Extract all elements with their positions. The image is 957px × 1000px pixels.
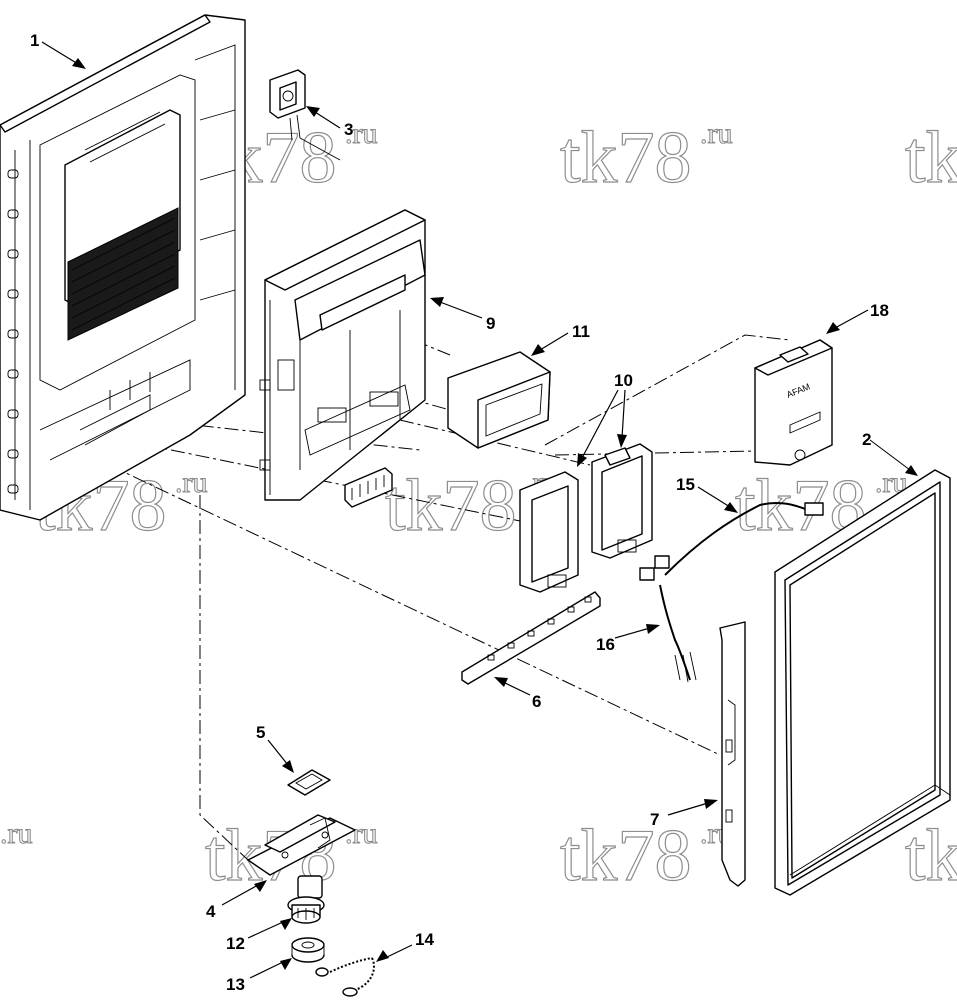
- callout-7: 7: [650, 810, 659, 829]
- part-nut: [291, 937, 325, 963]
- part-bracket-strip: [461, 591, 601, 685]
- callout-18: 18: [870, 301, 889, 320]
- callout-labels: 1 2 3 4 5 6 7 9 10 11 12 13 14 15 16 18: [30, 31, 889, 994]
- callout-13: 13: [226, 975, 245, 994]
- watermark-suffix: .ru: [0, 817, 33, 850]
- part-small-gasket: [287, 769, 331, 796]
- callout-10: 10: [614, 371, 633, 390]
- watermark-suffix: .ru: [175, 466, 208, 499]
- callout-12: 12: [226, 934, 245, 953]
- assembly-line: [359, 384, 451, 411]
- watermark-suffix: .ru: [345, 817, 378, 850]
- callout-9: 9: [486, 314, 495, 333]
- watermark-suffix: .ru: [345, 117, 378, 150]
- part-mounting-bracket: [247, 814, 356, 876]
- callout-14: 14: [415, 930, 434, 949]
- watermark-suffix: .ru: [700, 117, 733, 150]
- part-vertical-strip: [719, 621, 746, 887]
- part-chain-cap: [315, 957, 375, 997]
- callout-15: 15: [676, 475, 695, 494]
- part-switch: [269, 69, 341, 161]
- callout-4: 4: [206, 902, 216, 921]
- assembly-line: [121, 439, 541, 526]
- callout-2: 2: [862, 430, 871, 449]
- watermark: tk78 .ru: [559, 814, 733, 897]
- watermark: tk78 .ru: [559, 116, 733, 199]
- watermark-text: tk78: [905, 815, 957, 897]
- leader-lines: [41, 41, 918, 979]
- part-cover-left: [519, 471, 579, 593]
- part-door-liner: [0, 14, 246, 521]
- assembly-line: [199, 495, 249, 861]
- callout-11: 11: [572, 322, 590, 341]
- watermark: .ru: [0, 816, 33, 850]
- callout-5: 5: [256, 723, 265, 742]
- part-wire-harness: [639, 501, 824, 683]
- part-cover-right: [591, 443, 653, 559]
- watermark: tk78: [904, 814, 957, 897]
- part-valve-fitting: [287, 875, 325, 924]
- part-control-module: AFAM: [754, 339, 833, 466]
- part-dispenser-housing: [259, 209, 426, 501]
- part-door-gasket: [774, 469, 951, 896]
- callout-16: 16: [596, 635, 615, 654]
- watermark-text: tk78: [560, 117, 692, 199]
- watermark-text: tk78: [560, 815, 692, 897]
- watermark-text: tk78: [385, 465, 517, 547]
- callout-6: 6: [532, 692, 541, 711]
- assembly-line: [544, 334, 791, 446]
- watermark: tk78: [904, 116, 957, 199]
- watermark-text: tk78: [905, 117, 957, 199]
- assembly-line: [399, 419, 591, 466]
- watermark: tk78 .ru: [384, 464, 558, 547]
- callout-1: 1: [30, 31, 39, 50]
- part-terminal-block: [344, 467, 393, 508]
- part-chute: [447, 351, 551, 449]
- callout-3: 3: [344, 120, 353, 139]
- assembly-line: [87, 454, 721, 756]
